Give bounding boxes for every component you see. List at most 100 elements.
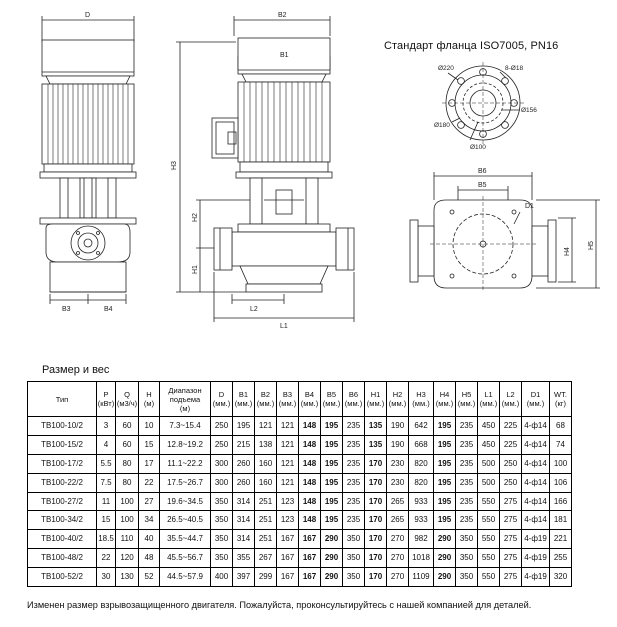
col-header-b6: B6(мм.) bbox=[342, 381, 365, 417]
table-cell: 4 bbox=[96, 434, 116, 455]
front-view bbox=[39, 16, 137, 304]
table-cell: 235 bbox=[342, 416, 365, 436]
table-cell: 148 bbox=[298, 416, 321, 436]
table-cell: 314 bbox=[232, 529, 255, 550]
table-cell: TB100-22/2 bbox=[27, 472, 97, 493]
table-cell: 12.8~19.2 bbox=[159, 434, 211, 455]
table-cell: 230 bbox=[386, 472, 409, 493]
table-cell: 230 bbox=[386, 453, 409, 474]
table-cell: 350 bbox=[210, 529, 233, 550]
flange-label-d220: Ø220 bbox=[438, 65, 454, 72]
table-cell: 300 bbox=[210, 453, 233, 474]
table-cell: 22 bbox=[96, 548, 116, 569]
table-cell: 195 bbox=[320, 491, 343, 512]
table-cell: 15 bbox=[138, 434, 160, 455]
table-cell: 15 bbox=[96, 510, 116, 531]
table-cell: 350 bbox=[210, 491, 233, 512]
table-cell: 120 bbox=[115, 548, 139, 569]
col-header-h4: H4(мм.) bbox=[433, 381, 456, 417]
flange-label-holes: 8-Ø18 bbox=[505, 65, 523, 72]
table-cell: 260 bbox=[232, 472, 255, 493]
table-title: Размер и вес bbox=[42, 364, 110, 376]
table-cell: 167 bbox=[298, 529, 321, 550]
table-cell: 550 bbox=[477, 510, 500, 531]
table-cell: 4-ф19 bbox=[521, 548, 550, 569]
table-cell: 138 bbox=[254, 434, 277, 455]
table-cell: 4-ф14 bbox=[521, 434, 550, 455]
table-cell: 250 bbox=[499, 453, 522, 474]
table-cell: 4-ф19 bbox=[521, 567, 550, 588]
table-cell: 235 bbox=[342, 453, 365, 474]
dim-label-b5: B5 bbox=[478, 182, 487, 189]
table-cell: 251 bbox=[254, 529, 277, 550]
col-header-d: D(мм.) bbox=[210, 381, 233, 417]
table-cell: 148 bbox=[298, 453, 321, 474]
table-cell: 235 bbox=[342, 510, 365, 531]
table-cell: 400 bbox=[210, 567, 233, 588]
table-cell: 550 bbox=[477, 529, 500, 550]
table-cell: 397 bbox=[232, 567, 255, 588]
table-cell: 130 bbox=[115, 567, 139, 588]
table-cell: 27 bbox=[138, 491, 160, 512]
table-cell: 17 bbox=[138, 453, 160, 474]
table-cell: 314 bbox=[232, 510, 255, 531]
table-cell: 265 bbox=[386, 510, 409, 531]
table-cell: 22 bbox=[138, 472, 160, 493]
table-cell: 44.5~57.9 bbox=[159, 567, 211, 588]
table-cell: 275 bbox=[499, 529, 522, 550]
table-cell: 350 bbox=[455, 548, 478, 569]
table-cell: 106 bbox=[549, 472, 572, 493]
table-cell: 123 bbox=[276, 491, 299, 512]
col-header-wt: WT.(кг) bbox=[549, 381, 572, 417]
table-cell: 167 bbox=[276, 548, 299, 569]
table-cell: 4-ф14 bbox=[521, 510, 550, 531]
table-cell: 170 bbox=[364, 529, 387, 550]
table-cell: 100 bbox=[115, 491, 139, 512]
table-cell: 450 bbox=[477, 434, 500, 455]
col-header-p: P(кВт) bbox=[96, 381, 116, 417]
dim-label-d1: D1 bbox=[525, 203, 534, 210]
table-cell: 35.5~44.7 bbox=[159, 529, 211, 550]
table-cell: 170 bbox=[364, 548, 387, 569]
table-cell: 110 bbox=[115, 529, 139, 550]
col-header-h3: H3(мм.) bbox=[408, 381, 434, 417]
table-cell: 320 bbox=[549, 567, 572, 588]
table-cell: 820 bbox=[408, 472, 434, 493]
dim-label-h5: H5 bbox=[588, 241, 595, 250]
table-cell: 267 bbox=[254, 548, 277, 569]
dim-label-d: D bbox=[85, 12, 90, 19]
table-cell: 170 bbox=[364, 453, 387, 474]
table-cell: 80 bbox=[115, 453, 139, 474]
dim-label-b3: B3 bbox=[62, 306, 71, 313]
table-cell: 933 bbox=[408, 510, 434, 531]
table-cell: 4-ф19 bbox=[521, 529, 550, 550]
table-cell: 34 bbox=[138, 510, 160, 531]
col-header-q: Q(м3/ч) bbox=[115, 381, 139, 417]
table-cell: 235 bbox=[455, 510, 478, 531]
table-cell: 290 bbox=[320, 529, 343, 550]
table-cell: 195 bbox=[320, 434, 343, 455]
table-cell: 225 bbox=[499, 416, 522, 436]
table-cell: 121 bbox=[254, 416, 277, 436]
table-cell: 235 bbox=[455, 453, 478, 474]
table-cell: 7.5 bbox=[96, 472, 116, 493]
table-cell: 275 bbox=[499, 548, 522, 569]
table-cell: 350 bbox=[342, 529, 365, 550]
col-header-b4: B4(мм.) bbox=[298, 381, 321, 417]
table-cell: 160 bbox=[254, 472, 277, 493]
table-cell: 290 bbox=[320, 548, 343, 569]
table-cell: 260 bbox=[232, 453, 255, 474]
table-cell: 45.5~56.7 bbox=[159, 548, 211, 569]
table-cell: 167 bbox=[276, 567, 299, 588]
table-cell: 170 bbox=[364, 491, 387, 512]
table-cell: 167 bbox=[298, 567, 321, 588]
dim-label-b1: B1 bbox=[280, 52, 289, 59]
table-cell: 167 bbox=[298, 548, 321, 569]
table-cell: 100 bbox=[549, 453, 572, 474]
table-cell: 68 bbox=[549, 416, 572, 436]
flange-view bbox=[442, 62, 524, 144]
table-cell: 123 bbox=[276, 510, 299, 531]
